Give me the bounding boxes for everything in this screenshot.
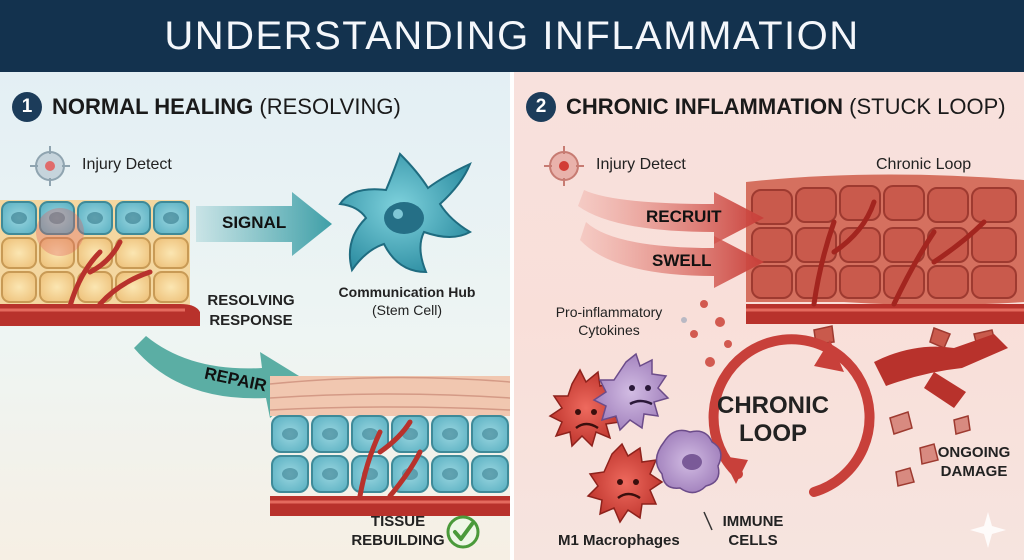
chronic-loop-line2: LOOP: [738, 420, 807, 447]
m1-macrophages-label: M1 Macrophages: [558, 532, 680, 549]
recruit-arrow: [578, 190, 764, 244]
panel-title: CHRONIC INFLAMMATION (STUCK LOOP): [566, 93, 1006, 121]
panel-title-sub: (RESOLVING): [259, 94, 401, 119]
rebuilt-tissue: [269, 376, 510, 516]
step-number-badge: 1: [12, 92, 42, 122]
communication-hub-label: Communication Hub: [338, 284, 476, 300]
resolving-response-line2: RESPONSE: [209, 312, 293, 329]
immune-cells-line1: IMMUNE: [722, 513, 784, 530]
resolving-response-line1: RESOLVING: [207, 292, 295, 309]
macrophage-icon: [586, 442, 664, 524]
check-icon: [446, 515, 480, 549]
injury-detect-label: Injury Detect: [596, 156, 686, 173]
cytokines-line2: Cytokines: [578, 322, 640, 338]
inflamed-tissue: [746, 174, 1024, 351]
chronic-loop-line1: CHRONIC: [717, 392, 829, 419]
repair-arrow: [134, 336, 312, 418]
recruit-label: RECRUIT: [646, 207, 722, 226]
panel-title: NORMAL HEALING (RESOLVING): [52, 93, 401, 121]
injury-detect-label: Injury Detect: [82, 156, 172, 173]
ongoing-damage-line1: ONGOING: [937, 444, 1011, 461]
chronic-inflammation-panel: 2 CHRONIC INFLAMMATION (STUCK LOOP) Inju…: [514, 72, 1024, 560]
cytokine-particles: [681, 300, 732, 367]
signal-label: SIGNAL: [222, 213, 287, 232]
swell-label: SWELL: [652, 251, 712, 270]
chronic-inflammation-illustration: [544, 146, 1024, 548]
tissue-rebuilding-line2: REBUILDING: [351, 532, 445, 549]
page-title: UNDERSTANDING INFLAMMATION: [164, 14, 860, 58]
tissue-rebuilding-line1: TISSUE: [370, 513, 426, 530]
normal-healing-panel: 1 NORMAL HEALING (RESOLVING) Injury Dete…: [0, 72, 510, 560]
panel-divider: [510, 72, 514, 560]
target-icon: [30, 146, 70, 186]
stem-cell-label: (Stem Cell): [371, 302, 442, 318]
immune-cell-icon: [655, 429, 722, 494]
ongoing-damage-line2: DAMAGE: [940, 463, 1008, 480]
swell-arrow: [580, 222, 764, 288]
panel-title-main: CHRONIC INFLAMMATION: [566, 94, 843, 119]
step-number-badge: 2: [526, 92, 556, 122]
cytokines-line1: Pro-inflammatory: [555, 304, 663, 320]
healthy-tissue: [0, 200, 200, 326]
panel-title-main: NORMAL HEALING: [52, 94, 254, 119]
chronic-loop-small-label: Chronic Loop: [876, 156, 972, 173]
loop-arrow: [708, 334, 875, 497]
immune-cells-line2: CELLS: [728, 532, 778, 549]
sparkle-icon: [970, 512, 1006, 548]
macrophage-icon: [592, 352, 670, 432]
header-bar: UNDERSTANDING INFLAMMATION: [0, 0, 1024, 72]
panel-title-sub: (STUCK LOOP): [849, 94, 1006, 119]
signal-arrow: [196, 192, 332, 256]
damaged-vessel: [874, 334, 1008, 487]
normal-healing-illustration: [0, 146, 510, 549]
target-icon: [544, 146, 584, 186]
stem-cell-icon: [338, 152, 472, 274]
